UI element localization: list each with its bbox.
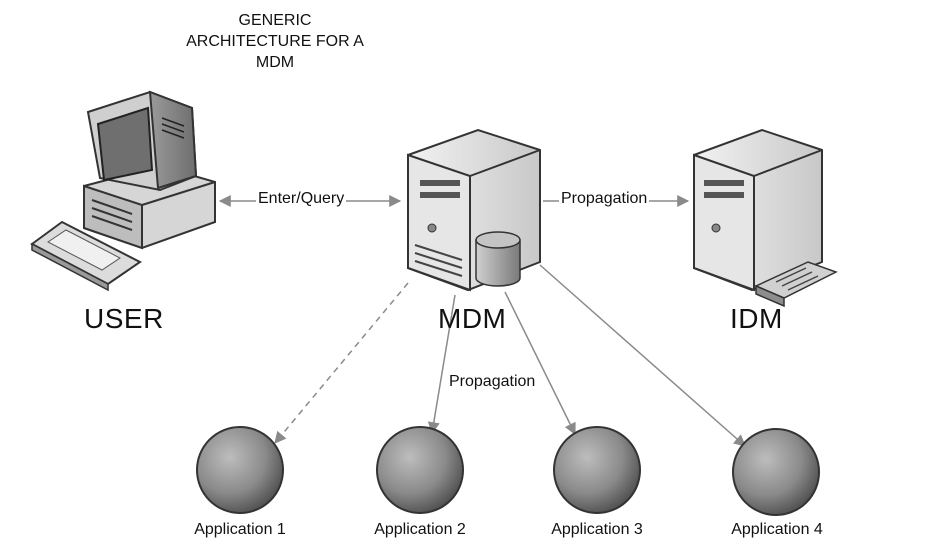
arrow-mdm-app2 (427, 294, 456, 435)
arrow-mdm-app3 (504, 291, 576, 436)
idm-label: IDM (730, 303, 783, 334)
application-4-node (732, 428, 820, 516)
title-line: MDM (255, 54, 295, 71)
application-4-label: Application 4 (731, 521, 823, 538)
application-3-label: Application 3 (551, 521, 643, 538)
mdm-server-icon (407, 128, 541, 292)
application-1-node (196, 426, 284, 514)
idm-server-icon (693, 128, 838, 308)
database-icon (475, 231, 521, 287)
arrow-mdm-app4 (539, 264, 746, 447)
mdm-label: MDM (438, 303, 507, 334)
title-line: ARCHITECTURE FOR A (186, 33, 364, 50)
application-2-node (376, 426, 464, 514)
user-label: USER (84, 303, 164, 334)
user-computer-icon (30, 90, 216, 292)
card-reader-icon (754, 261, 838, 308)
diagram-title: GENERIC ARCHITECTURE FOR A MDM (175, 10, 375, 73)
propagation-apps-label: Propagation (447, 373, 538, 391)
application-2-label: Application 2 (374, 521, 466, 538)
propagation-idm-label: Propagation (559, 190, 650, 208)
title-line: GENERIC (238, 12, 312, 29)
application-1-label: Application 1 (194, 521, 286, 538)
arrow-mdm-app1 (274, 282, 409, 444)
enter-query-label: Enter/Query (256, 190, 347, 208)
application-3-node (553, 426, 641, 514)
